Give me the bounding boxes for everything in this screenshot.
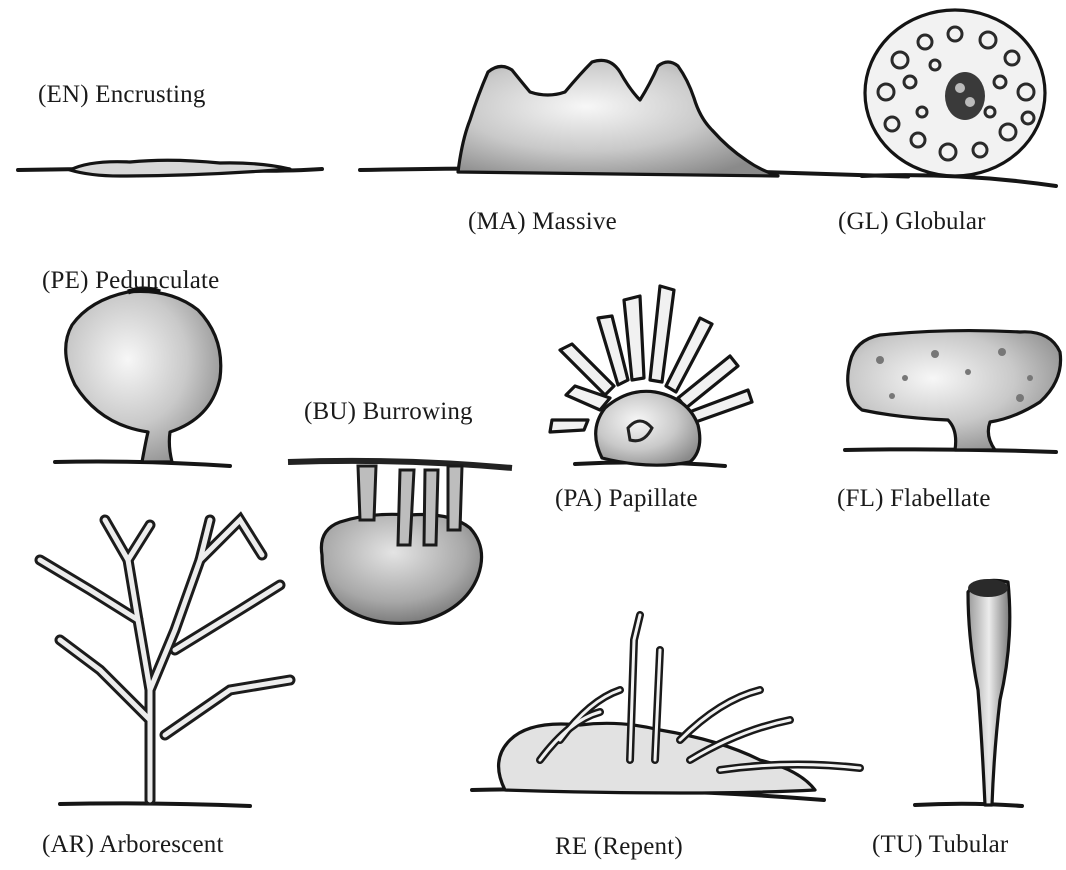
label-globular: (GL) Globular xyxy=(838,208,986,236)
globular-drawing xyxy=(862,10,1056,186)
burrowing-drawing xyxy=(288,461,512,624)
repent-drawing xyxy=(472,615,860,800)
flabellate-drawing xyxy=(845,331,1061,452)
pedunculate-drawing xyxy=(55,289,230,466)
papillate-drawing xyxy=(550,286,752,466)
label-tubular: (TU) Tubular xyxy=(872,831,1008,859)
encrusting-drawing xyxy=(18,160,322,176)
massive-drawing xyxy=(360,60,908,176)
label-arborescent: (AR) Arborescent xyxy=(42,831,224,859)
label-pedunculate: (PE) Pedunculate xyxy=(42,267,219,295)
label-burrowing: (BU) Burrowing xyxy=(304,398,473,426)
label-papillate: (PA) Papillate xyxy=(555,485,698,513)
tubular-drawing xyxy=(915,579,1022,806)
arborescent-drawing xyxy=(40,520,290,806)
label-massive: (MA) Massive xyxy=(468,208,617,236)
label-encrusting: (EN) Encrusting xyxy=(38,81,206,109)
label-flabellate: (FL) Flabellate xyxy=(837,485,991,513)
label-repent: RE (Repent) xyxy=(555,833,683,861)
